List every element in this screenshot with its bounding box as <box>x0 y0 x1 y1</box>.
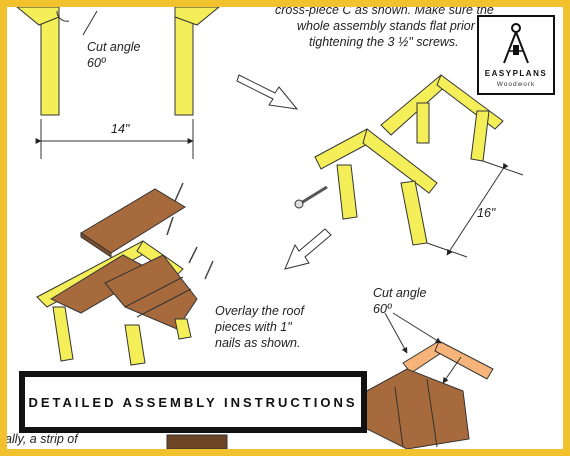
header-line-2: whole assembly stands flat prior to <box>297 19 489 33</box>
roof-assembly <box>36 182 214 366</box>
a-frame-assembly <box>294 74 504 246</box>
overlay-line-3: nails as shown. <box>215 336 301 350</box>
instructions-banner: DETAILED ASSEMBLY INSTRUCTIONS <box>19 371 367 433</box>
banner-label: DETAILED ASSEMBLY INSTRUCTIONS <box>28 394 358 410</box>
dimension-16-label: 16" <box>477 206 496 220</box>
dimension-16 <box>426 160 524 258</box>
dimension-14-label: 14" <box>111 122 130 136</box>
cut-angle-pieces <box>166 312 494 449</box>
footer-fragment: ally, a strip of <box>7 432 78 446</box>
instruction-page: Cut angle 60º 14" cross-piece C as shown… <box>7 7 563 449</box>
top-cut-label: Cut angle <box>87 40 141 54</box>
logo-subtitle: Woodwork <box>496 81 536 88</box>
bottom-cut-angle: 60º <box>373 302 392 316</box>
logo-brand: EASYPLANS <box>484 69 548 78</box>
process-arrow-1 <box>236 74 299 110</box>
easyplans-logo: EASYPLANS Woodwork <box>477 15 555 95</box>
compass-icon <box>503 23 529 64</box>
header-line-3: tightening the 3 ½" screws. <box>309 35 459 49</box>
dimension-14 <box>35 119 194 159</box>
bottom-cut-label: Cut angle <box>373 286 427 300</box>
frame-legs-front-view <box>16 7 220 116</box>
header-line-1: cross-piece C as shown. Make sure the <box>275 7 494 17</box>
assembly-illustration <box>16 7 524 449</box>
process-arrow-2 <box>284 228 332 270</box>
overlay-line-1: Overlay the roof <box>215 304 304 318</box>
top-cut-angle: 60º <box>87 56 106 70</box>
banner-inner: DETAILED ASSEMBLY INSTRUCTIONS <box>25 377 361 427</box>
overlay-line-2: pieces with 1" <box>215 320 292 334</box>
